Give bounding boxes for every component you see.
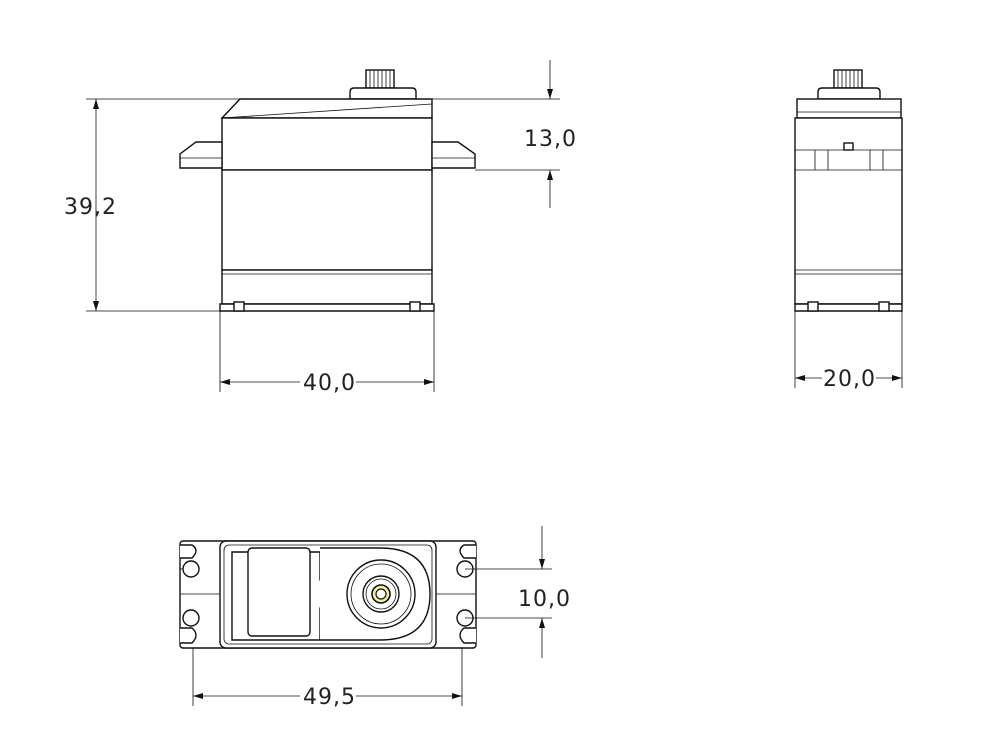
mounting-holes-left <box>180 544 200 644</box>
dim-shaft-offset: 10,0 <box>465 526 571 658</box>
output-spline <box>349 69 417 100</box>
bottom-case <box>221 269 433 305</box>
dim-label-overall-length: 49,5 <box>303 685 356 710</box>
top-case <box>220 98 433 119</box>
upper-case <box>221 117 433 171</box>
middle-case <box>221 169 433 271</box>
dim-upper-height: 13,0 <box>432 60 577 208</box>
side-case <box>794 117 903 305</box>
dim-label-body-width: 40,0 <box>303 371 356 396</box>
dim-side-width: 20,0 <box>794 311 903 392</box>
output-shaft <box>346 559 416 629</box>
top-view: 10,0 49,5 <box>179 526 571 710</box>
side-view: 20,0 <box>794 69 903 392</box>
dim-label-total-height: 39,2 <box>64 195 117 220</box>
dim-label-side-width: 20,0 <box>823 367 876 392</box>
side-output-spline <box>817 69 881 100</box>
front-view: 39,2 13,0 40,0 <box>64 60 577 396</box>
dim-body-width: 40,0 <box>219 311 435 396</box>
dim-label-shaft-offset: 10,0 <box>518 587 571 612</box>
dim-label-upper-height: 13,0 <box>524 127 577 152</box>
mounting-flange-right <box>431 141 476 169</box>
dim-overall-length: 49,5 <box>192 648 463 710</box>
dim-total-height: 39,2 <box>64 98 240 312</box>
mounting-flange-left <box>179 141 223 169</box>
